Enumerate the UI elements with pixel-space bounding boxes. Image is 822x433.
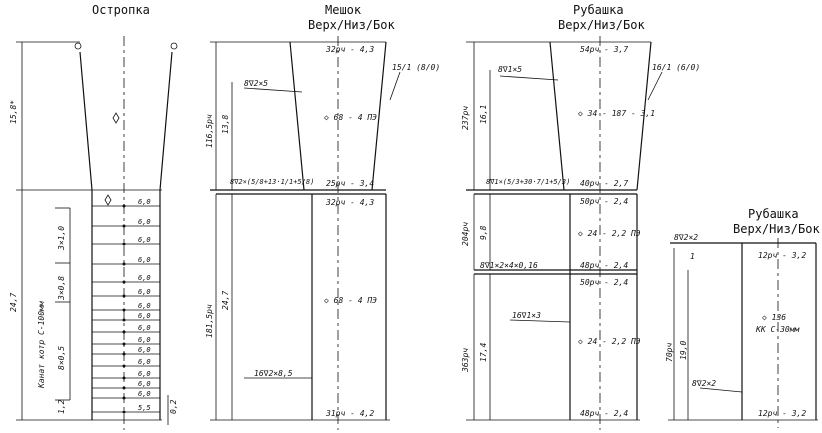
ostropka-row-label: 6,0 bbox=[138, 346, 151, 354]
meshok-dim-lower: 181,5рч bbox=[205, 304, 214, 338]
ostropka-row-knot bbox=[122, 396, 126, 400]
rubashka1-cut-d: 16∇1×3 bbox=[512, 311, 541, 320]
rubashka1-sec3-bottom: 48рч - 2,4 bbox=[580, 409, 628, 418]
rubashka1-sec3-top: 50рч - 2,4 bbox=[580, 278, 628, 287]
rubashka2-mid-label: ◇ 136 bbox=[762, 313, 786, 322]
title-ostropka: Остропка bbox=[92, 3, 150, 17]
ostropka-row-label: 6,0 bbox=[138, 336, 151, 344]
ostropka-dim-lower: 24,7 bbox=[9, 293, 18, 312]
ostropka-row-knot bbox=[122, 342, 126, 346]
rubashka2-drawing bbox=[668, 238, 818, 428]
ostropka-row-label: 6,0 bbox=[138, 198, 151, 206]
rubashka1-sec2-mid: ◇ 24 - 2,2 ПЭ bbox=[578, 229, 641, 238]
rubashka1-dim-16-1: 16,1 bbox=[479, 105, 488, 124]
rubashka2-dim-19: 19,0 bbox=[679, 341, 688, 360]
meshok-dim-13-8: 13,8 bbox=[221, 115, 230, 134]
ostropka-row-label: 6,0 bbox=[138, 288, 151, 296]
ostropka-row-label: 6,0 bbox=[138, 274, 151, 282]
ostropka-dim-12: 1,2 bbox=[57, 399, 66, 414]
rubashka1-ratio: 16/1 (6/0) bbox=[652, 63, 700, 72]
ostropka-row-knot bbox=[122, 308, 126, 312]
ostropka-dim-02: 0,2 bbox=[169, 399, 178, 414]
ostropka-row-label: 6,0 bbox=[138, 370, 151, 378]
meshok-dim-24-7: 24,7 bbox=[221, 291, 230, 310]
rubashka2-cut-a: 8∇2×2 bbox=[674, 233, 698, 242]
title-meshok: Мешок bbox=[325, 3, 362, 17]
rubashka1-cut-c: 8∇1×2×4×0,16 bbox=[480, 261, 538, 270]
rubashka1-sec2-top: 50рч - 2,4 bbox=[580, 197, 628, 206]
title-rubashka-1: Рубашка bbox=[573, 3, 624, 17]
ostropka-row-label: 5,5 bbox=[138, 404, 151, 412]
rubashka2-bottom-label: 12рч - 3,2 bbox=[758, 409, 806, 418]
meshok-top2-label: 32рч - 4,3 bbox=[325, 198, 374, 207]
ostropka-row-label: 6,0 bbox=[138, 218, 151, 226]
rubashka1-drawing bbox=[466, 36, 663, 430]
ostropka-row-knot bbox=[122, 352, 126, 356]
ostropka-row-knot bbox=[122, 364, 126, 368]
subtitle-rubashka-1: Верх/Низ/Бок bbox=[558, 18, 645, 32]
rubashka2-mid-label-2: КК С-30мм bbox=[755, 325, 801, 334]
ostropka-row-label: 6,0 bbox=[138, 302, 151, 310]
meshok-dim-upper: 116,5рч bbox=[205, 114, 214, 148]
ostropka-row-knot bbox=[122, 224, 126, 228]
ostropka-dim-3x10: 3×1,0 bbox=[57, 226, 66, 251]
ostropka-row-label: 6,0 bbox=[138, 312, 151, 320]
rubashka2-label-one: 1 bbox=[690, 252, 695, 261]
ostropka-row-knot bbox=[122, 410, 126, 414]
ostropka-row-knot bbox=[122, 386, 126, 390]
title-rubashka-2: Рубашка bbox=[748, 207, 799, 221]
ostropka-dim-upper: 15,8* bbox=[9, 100, 18, 124]
rubashka1-top-label: 54рч - 3,7 bbox=[580, 45, 628, 54]
rubashka1-mid-label: ◇ 34 - 187 - 3,1 bbox=[578, 109, 655, 118]
rubashka1-dim-9-8: 9,8 bbox=[479, 225, 488, 240]
meshok-drawing bbox=[210, 36, 401, 430]
ostropka-row-knot bbox=[122, 242, 126, 246]
ostropka-row-knot bbox=[122, 204, 126, 208]
meshok-cut-b: 8∇2×(5/8+13·1/1+5/8) bbox=[230, 178, 314, 186]
ostropka-drawing bbox=[16, 36, 178, 430]
subtitle-meshok: Верх/Низ/Бок bbox=[308, 18, 395, 32]
ostropka-row-label: 6,0 bbox=[138, 380, 151, 388]
rubashka1-dim-237: 237рч bbox=[461, 106, 470, 130]
meshok-bottom-upper-label: 25рч - 3,4 bbox=[326, 179, 374, 188]
rubashka1-sec3-mid: ◇ 24 - 2,2 ПЭ bbox=[578, 337, 641, 346]
ostropka-rows: 6,0 6,0 6,0 6,0 6,0 6,0 6,0 6,0 6,0 6,0 6,0 6,0 6,0 6… bbox=[92, 198, 160, 414]
ostropka-rope-label: Канат котр С-100мм bbox=[37, 300, 46, 389]
ostropka-row-label: 6,0 bbox=[138, 358, 151, 366]
meshok-bottom-label: 31рч - 4,2 bbox=[325, 409, 374, 418]
ostropka-row-label: 6,0 bbox=[138, 390, 151, 398]
rubashka1-sec2-bottom: 48рч - 2,4 bbox=[580, 261, 628, 270]
rubashka1-dim-17-4: 17,4 bbox=[479, 343, 488, 362]
meshok-mid2-label: ◇ 68 - 4 ПЭ bbox=[324, 296, 377, 305]
rubashka1-dim-204: 204рч bbox=[461, 222, 470, 246]
ostropka-row-knot bbox=[122, 262, 126, 266]
ostropka-dim-3x08: 3×0,8 bbox=[57, 276, 66, 301]
rubashka1-dim-363: 363рч bbox=[461, 348, 470, 373]
ostropka-dim-8x05: 8×0,5 bbox=[57, 346, 66, 370]
rubashka2-top-label: 12рч - 3,2 bbox=[758, 251, 806, 260]
meshok-ratio: 15/1 (8/0) bbox=[392, 63, 440, 72]
rubashka2-dim-70: 70рч bbox=[665, 343, 674, 362]
ostropka-row-label: 6,0 bbox=[138, 324, 151, 332]
subtitle-rubashka-2: Верх/Низ/Бок bbox=[733, 222, 820, 236]
meshok-cut-a: 8∇2×5 bbox=[244, 79, 268, 88]
ostropka-row-knot bbox=[122, 294, 126, 298]
rubashka1-cut-a: 8∇1×5 bbox=[498, 65, 522, 74]
ostropka-row-knot bbox=[122, 330, 126, 334]
ostropka-row-knot bbox=[122, 376, 126, 380]
ostropka-row-knot bbox=[122, 280, 126, 284]
rubashka1-bottom-upper-label: 40рч - 2,7 bbox=[580, 179, 628, 188]
meshok-cut-c: 16∇2×8,5 bbox=[254, 369, 293, 378]
meshok-top-label: 32рч - 4,3 bbox=[325, 45, 374, 54]
rubashka2-cut-b: 8∇2×2 bbox=[692, 379, 716, 388]
meshok-mid-label: ◇ 68 - 4 ПЭ bbox=[324, 113, 377, 122]
ostropka-row-label: 6,0 bbox=[138, 256, 151, 264]
ostropka-row-knot bbox=[122, 318, 126, 322]
ostropka-row-label: 6,0 bbox=[138, 236, 151, 244]
rubashka1-cut-b: 8∇1×(5/3+30·7/1+5/3) bbox=[486, 178, 570, 186]
